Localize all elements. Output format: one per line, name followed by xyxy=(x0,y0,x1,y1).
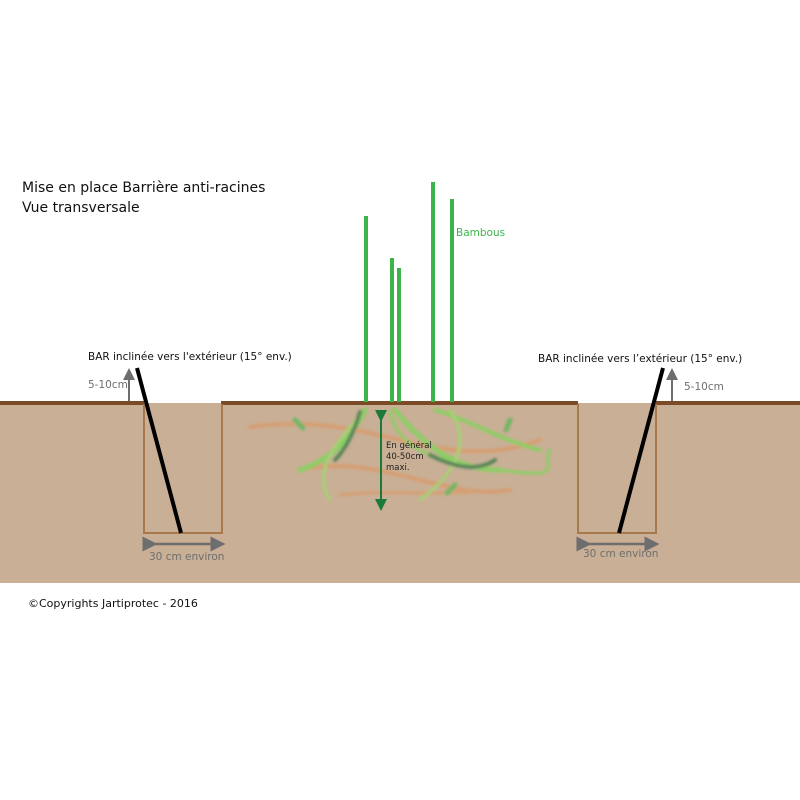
bamboo-stems xyxy=(364,182,454,402)
root-barrier-left xyxy=(135,367,183,534)
left-width-label: 30 cm environ xyxy=(149,551,225,563)
roots xyxy=(248,407,552,502)
copyright: ©Copyrights Jartiprotec - 2016 xyxy=(28,597,198,610)
title-line-1: Mise en place Barrière anti-racines xyxy=(22,180,266,196)
depth-line-3: maxi. xyxy=(386,463,410,473)
bamboo-label: Bambous xyxy=(456,227,506,239)
right-width-label: 30 cm environ xyxy=(583,548,659,560)
trench-outlines xyxy=(143,404,657,534)
left-height-label: 5-10cm xyxy=(88,379,128,391)
depth-line-1: En général xyxy=(386,441,432,451)
height-arrows xyxy=(123,368,678,401)
ground-surface xyxy=(0,401,800,405)
root-barrier-right xyxy=(617,367,665,534)
right-bar-label: BAR inclinée vers l’extérieur (15° env.) xyxy=(538,353,743,365)
title-line-2: Vue transversale xyxy=(22,200,140,216)
left-bar-label: BAR inclinée vers l'extérieur (15° env.) xyxy=(88,351,292,363)
depth-label: En général 40-50cm maxi. xyxy=(386,441,432,474)
right-height-label: 5-10cm xyxy=(684,381,724,393)
diagram-title: Mise en place Barrière anti-racines Vue … xyxy=(22,178,265,218)
depth-line-2: 40-50cm xyxy=(386,452,424,462)
